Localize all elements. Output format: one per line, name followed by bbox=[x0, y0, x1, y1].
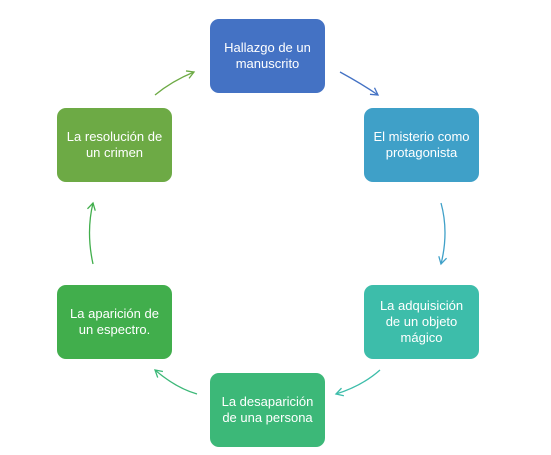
arrow-crimen-to-manuscrito bbox=[154, 70, 196, 96]
arrow-objeto-to-desaparicion bbox=[334, 369, 381, 397]
node-misterio-protagonista: El misterio como protagonista bbox=[364, 108, 479, 182]
arrow-misterio-to-objeto bbox=[438, 202, 448, 266]
arrow-espectro-to-crimen bbox=[86, 201, 96, 265]
node-desaparicion-persona: La desaparición de una persona bbox=[210, 373, 325, 447]
node-resolucion-crimen: La resolución de un crimen bbox=[57, 108, 172, 182]
node-label: La resolución de un crimen bbox=[66, 129, 163, 160]
node-adquisicion-objeto: La adquisición de un objeto mágico bbox=[364, 285, 479, 359]
node-aparicion-espectro: La aparición de un espectro. bbox=[57, 285, 172, 359]
node-label: Hallazgo de un manuscrito bbox=[224, 40, 311, 71]
node-hallazgo-manuscrito: Hallazgo de un manuscrito bbox=[210, 19, 325, 93]
node-label: La aparición de un espectro. bbox=[70, 306, 159, 337]
node-label: La desaparición de una persona bbox=[221, 394, 314, 425]
node-label: El misterio como protagonista bbox=[373, 129, 470, 160]
arrow-manuscrito-to-misterio bbox=[339, 71, 380, 96]
arrow-desaparicion-to-espectro bbox=[154, 369, 198, 395]
node-label: La adquisición de un objeto mágico bbox=[379, 298, 464, 345]
